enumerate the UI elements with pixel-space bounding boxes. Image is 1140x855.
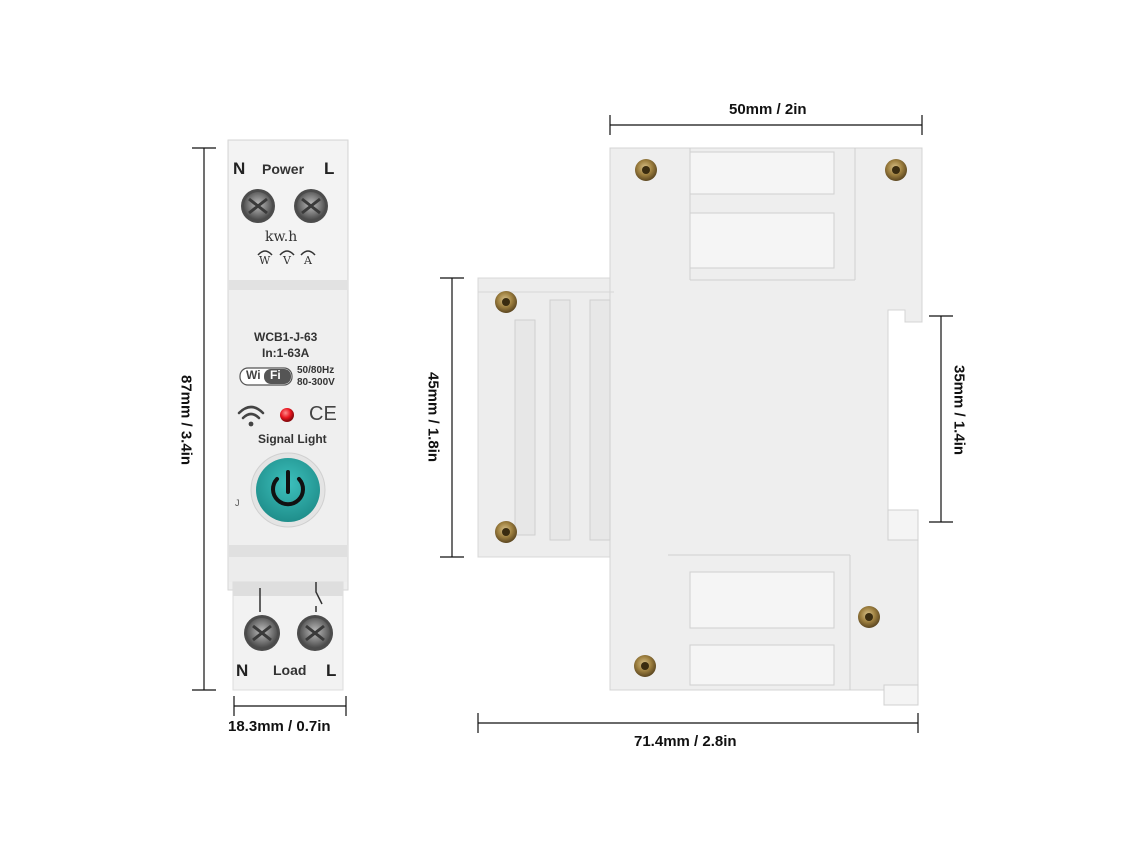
load-wiring-symbol (259, 582, 323, 612)
power-button (250, 452, 326, 528)
side-brass-screws (495, 159, 907, 677)
front-width-label: 18.3mm / 0.7in (228, 718, 331, 735)
meter-unit-label: kw.h (265, 229, 298, 245)
load-terminal-screws (244, 615, 333, 651)
bottom-right-terminal-label: L (326, 661, 337, 680)
indicator-w-label: W (259, 254, 271, 267)
indicator-v-label: V (283, 254, 291, 267)
front-height-label: 87mm / 3.4in (177, 374, 195, 466)
front-view-device (227, 139, 349, 691)
model-label: WCB1-J-63 (254, 330, 318, 344)
wifi-signal-icon (237, 405, 265, 427)
side-top-width-label: 50mm / 2in (729, 101, 807, 118)
wifi-left-text: Wi (246, 368, 261, 382)
side-mid-height-label: 45mm / 1.8in (424, 371, 442, 463)
power-title: Power (262, 161, 305, 177)
dimension-lines (192, 115, 953, 733)
side-total-width-label: 71.4mm / 2.8in (634, 733, 737, 750)
side-rail-height-label: 35mm / 1.4in (950, 364, 968, 456)
power-terminal-screws (241, 189, 328, 223)
dim-line-front-width (233, 696, 347, 716)
meter-indicator-arcs (257, 250, 316, 256)
side-view-device (477, 147, 923, 706)
side-mark-label: J (235, 498, 240, 508)
wifi-right-text: Fi (270, 368, 281, 382)
dim-line-side-total-width (477, 713, 919, 733)
top-right-terminal-label: L (324, 159, 335, 178)
dim-line-side-mid-height (440, 277, 464, 558)
load-title: Load (273, 662, 307, 678)
bottom-left-terminal-label: N (236, 661, 249, 680)
dim-line-side-rail-height (929, 315, 953, 523)
top-left-terminal-label: N (233, 159, 246, 178)
wifi-badge (239, 367, 293, 386)
indicator-a-label: A (304, 254, 312, 267)
signal-led (280, 408, 294, 422)
voltage-label: 80-300V (297, 377, 335, 388)
rating-label: In:1-63A (262, 346, 310, 360)
dim-line-front-height (192, 147, 216, 691)
signal-light-label: Signal Light (258, 432, 327, 446)
dim-line-side-top-width (609, 115, 923, 135)
ce-mark: CE (309, 403, 337, 425)
frequency-label: 50/80Hz (297, 365, 335, 376)
